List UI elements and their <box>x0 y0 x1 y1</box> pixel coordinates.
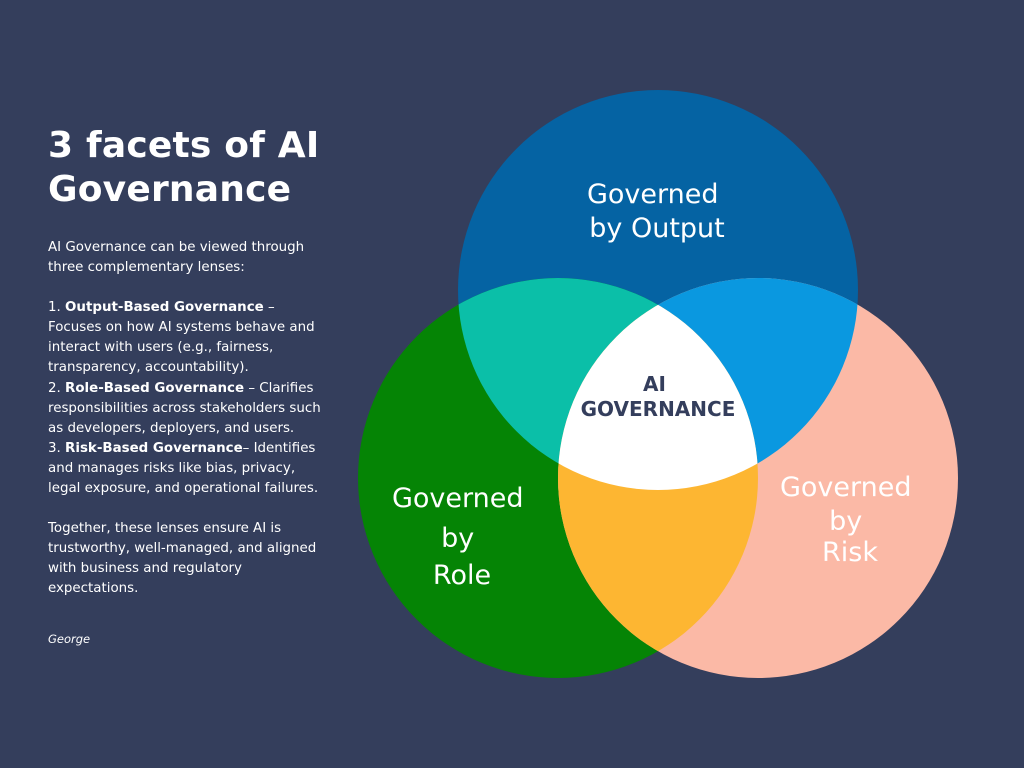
item-text: – Clarifies responsibilities across stak… <box>48 380 321 436</box>
page-title: 3 facets of AI Governance <box>48 124 368 212</box>
description: AI Governance can be viewed through thre… <box>48 238 330 600</box>
title-line-2: Governance <box>48 169 292 210</box>
item-number: 1. <box>48 300 66 316</box>
item-number: 2. <box>48 380 66 396</box>
conclusion-text: Together, these lenses ensure AI is trus… <box>48 521 317 597</box>
title-line-1: 3 facets of AI <box>48 125 320 166</box>
item-heading: Role-Based Governance <box>65 380 245 396</box>
list-item: 1. Output-Based Governance – Focuses on … <box>48 298 330 378</box>
item-heading: Output-Based Governance <box>65 300 264 316</box>
item-heading: Risk-Based Governance <box>65 440 243 456</box>
output-label: Governed by Output <box>587 179 727 244</box>
center-overlap <box>558 278 758 490</box>
center-label: AI GOVERNANCE <box>581 372 736 421</box>
intro-text: AI Governance can be viewed through thre… <box>48 240 305 276</box>
item-number: 3. <box>48 440 66 456</box>
item-text: – Focuses on how AI systems behave and i… <box>48 300 315 376</box>
list-item: 3. Risk-Based Governance– Identifies and… <box>48 439 330 499</box>
list-item: 2. Role-Based Governance – Clarifies res… <box>48 379 330 439</box>
item-text: – Identifies and manages risks like bias… <box>48 440 319 497</box>
role-label: Governed by Role <box>392 483 532 591</box>
author-credit: George <box>48 632 91 646</box>
risk-label: Governed by Risk <box>780 472 920 568</box>
